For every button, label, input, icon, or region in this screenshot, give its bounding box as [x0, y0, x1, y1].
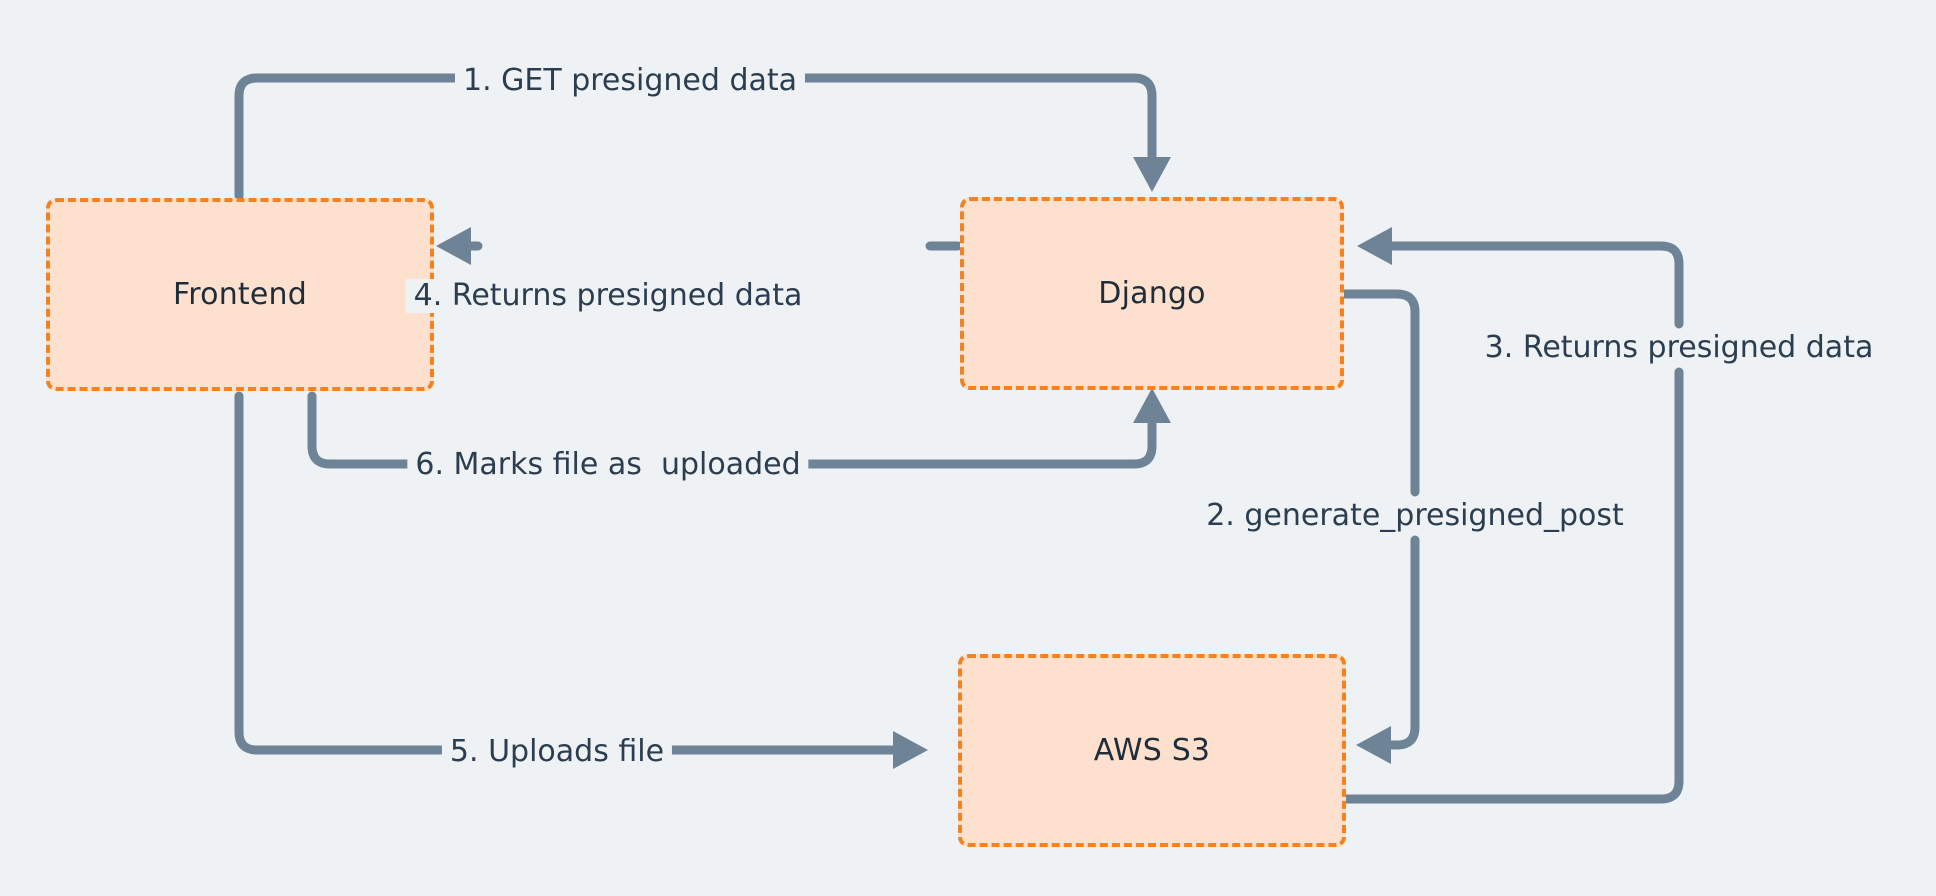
edge-label-3: 3. Returns presigned data	[1476, 331, 1882, 365]
arrowhead-into-frontend-right	[436, 227, 471, 265]
edge-label-2: 2. generate_presigned_post	[1198, 499, 1632, 533]
edge-label-6: 6. Marks file as uploaded	[407, 448, 809, 482]
edge-3-returns-presigned-data	[1341, 227, 1684, 804]
edge-1-get-presigned-data	[234, 73, 1171, 201]
arrowhead-into-django-bottom	[1133, 388, 1171, 423]
edge-label-1: 1. GET presigned data	[454, 64, 806, 98]
node-aws-s3[interactable]: AWS S3	[958, 654, 1346, 847]
edge-label-4: 4. Returns presigned data	[405, 279, 811, 313]
edge-4-returns-presigned-data	[436, 227, 963, 265]
arrowhead-into-django-top	[1133, 157, 1171, 192]
arrowhead-into-s3-right	[1356, 726, 1391, 764]
edge-2-generate-presigned-post	[1339, 289, 1420, 764]
arrowhead-into-s3-left	[893, 731, 928, 769]
node-frontend[interactable]: Frontend	[46, 198, 434, 391]
node-django-label: Django	[1098, 276, 1206, 311]
node-aws-s3-label: AWS S3	[1093, 733, 1211, 768]
edge-6-marks-file-as-uploaded	[307, 388, 1171, 469]
node-django[interactable]: Django	[960, 197, 1344, 390]
edge-label-5: 5. Uploads file	[441, 735, 673, 769]
node-frontend-label: Frontend	[173, 277, 307, 312]
arrowhead-into-django-right	[1357, 227, 1392, 265]
edge-5-uploads-file	[234, 391, 928, 769]
